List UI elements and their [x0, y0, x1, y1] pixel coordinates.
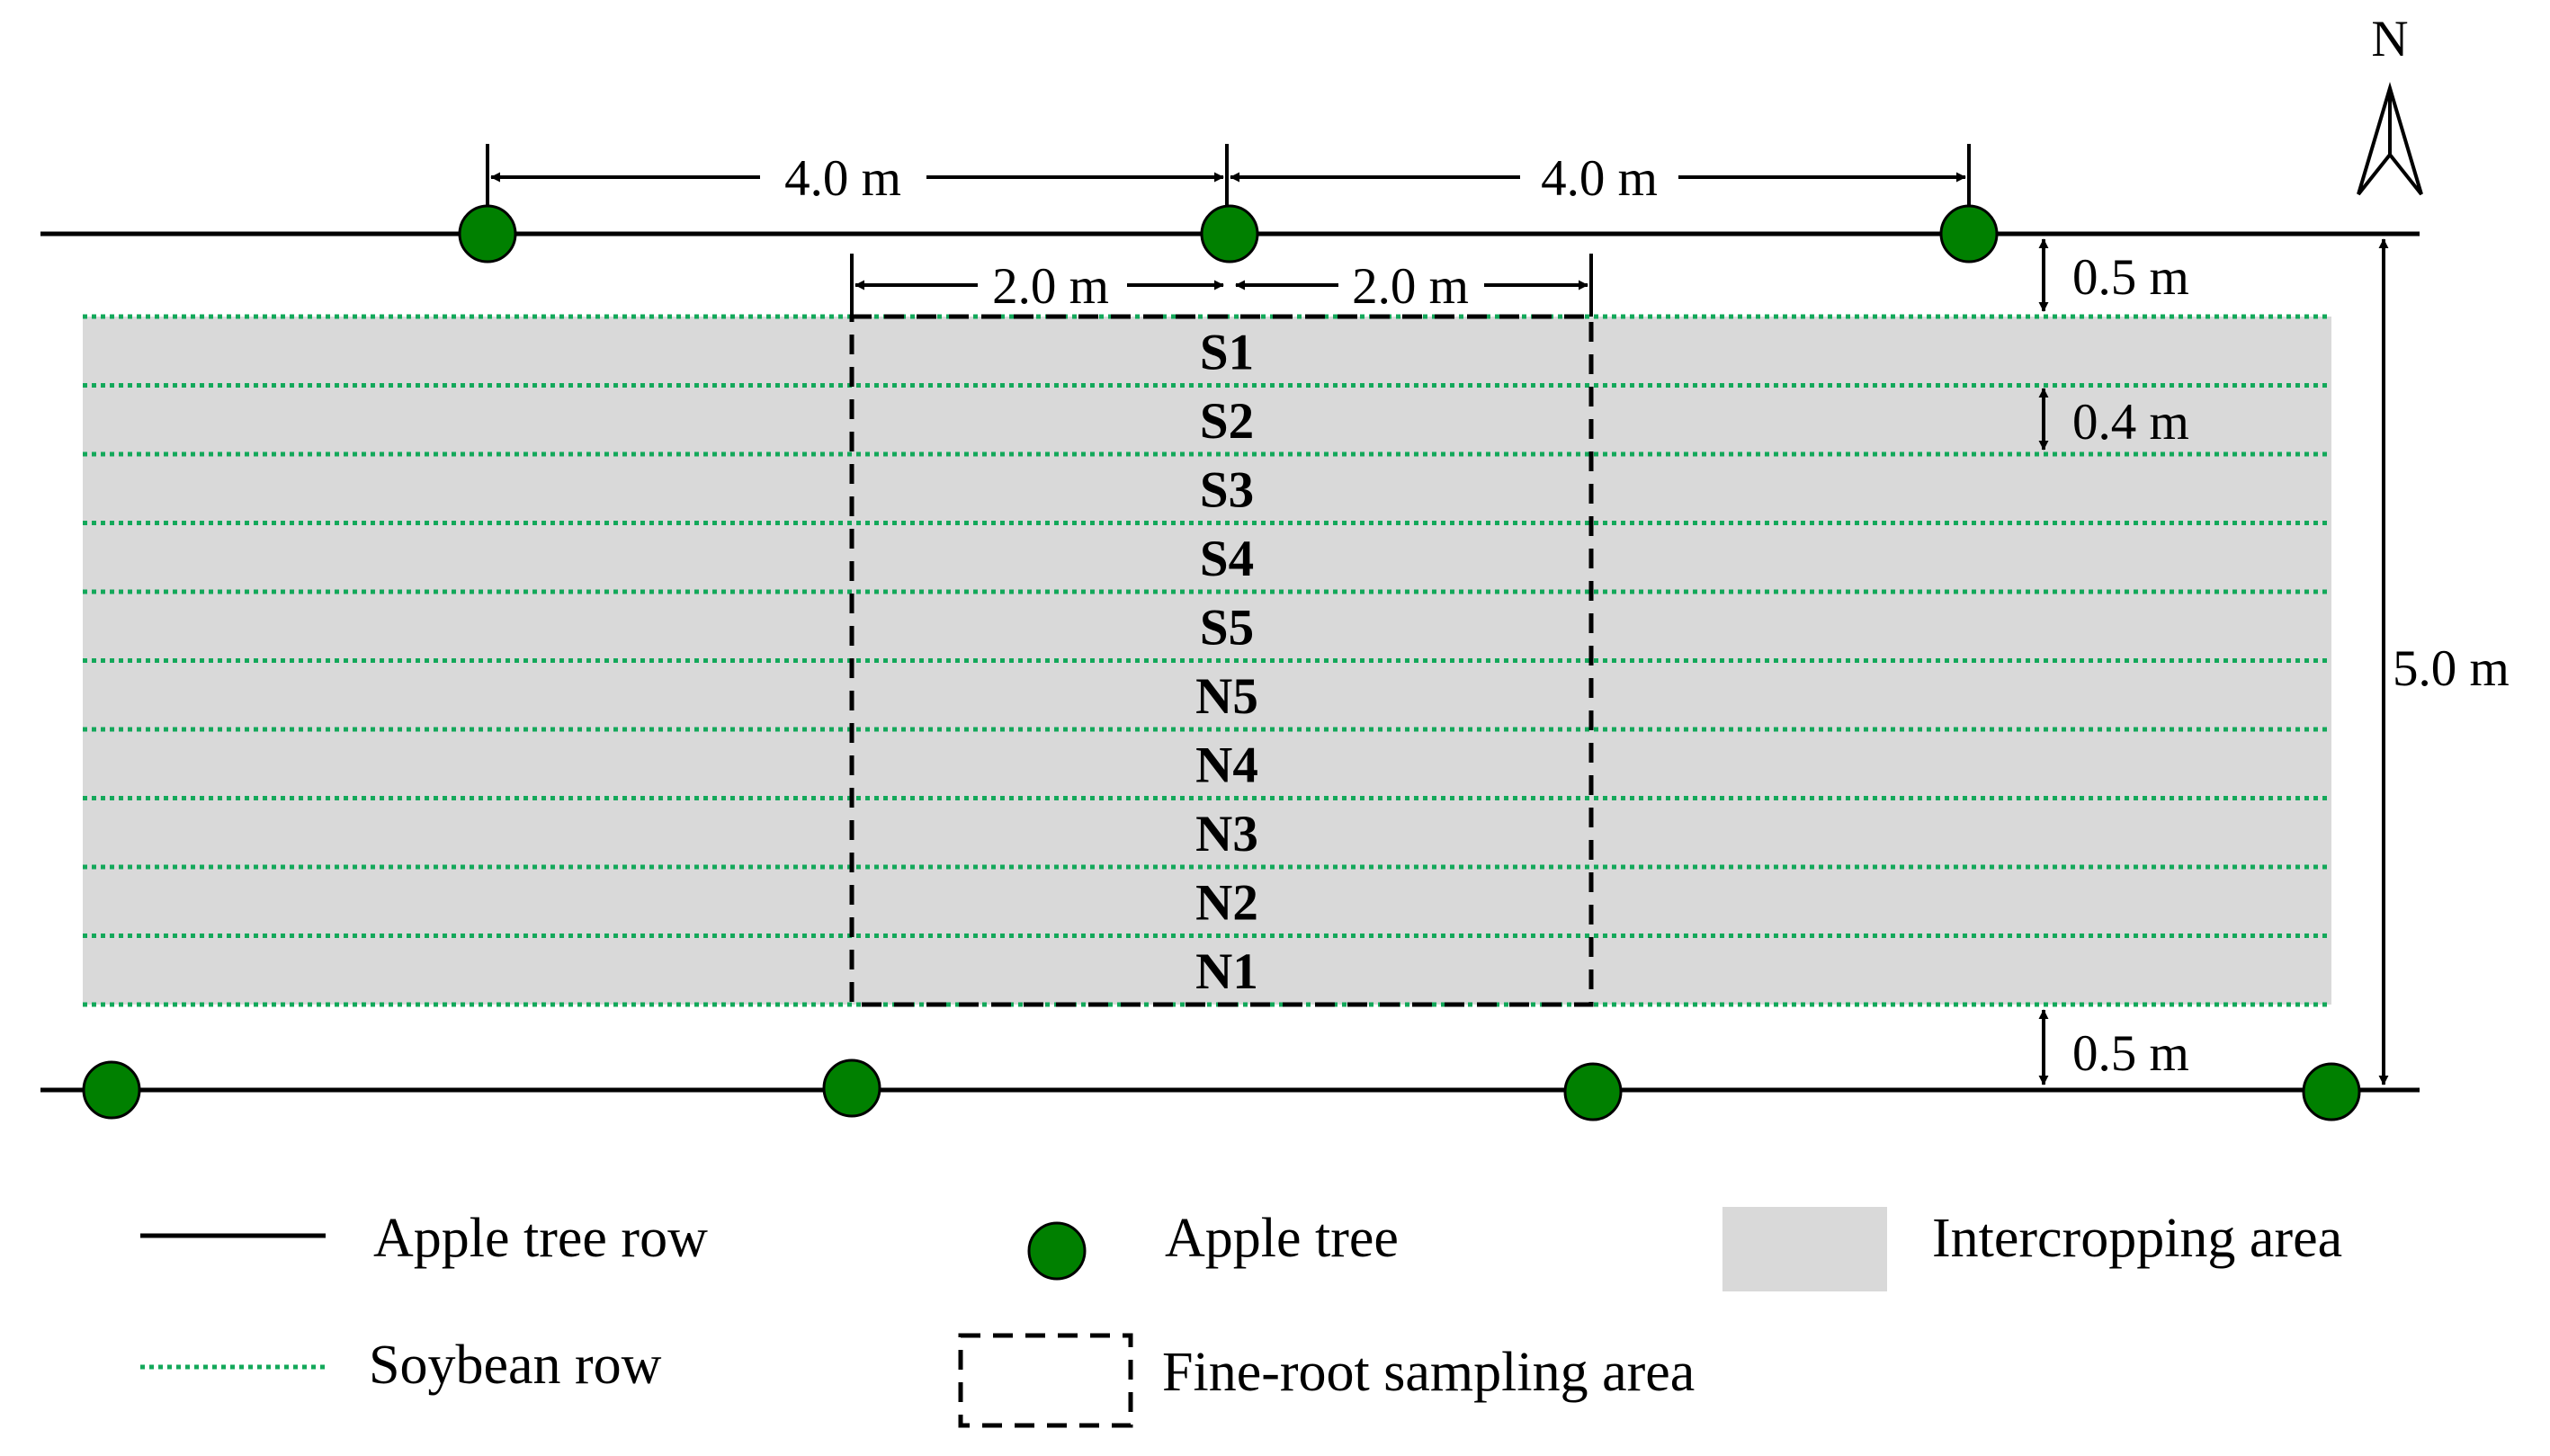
- sampling-row-label: N5: [1195, 668, 1258, 725]
- apple-tree: [1939, 204, 1999, 264]
- legend-soybean-row: Soybean row: [140, 1335, 662, 1396]
- legend-apple-tree-row: Apple tree row: [140, 1208, 708, 1269]
- apple-tree: [2302, 1062, 2361, 1121]
- sampling-row-label: S1: [1200, 324, 1254, 380]
- north-label: N: [2371, 11, 2408, 67]
- bottom-margin-dimension: 0.5 m: [2038, 1009, 2189, 1085]
- legend: Apple tree row Soybean row Apple tree Fi…: [140, 1207, 2342, 1428]
- north-arrow: N: [2357, 11, 2423, 196]
- tree-spacing-dimension: 4.0 m 4.0 m: [486, 144, 1971, 207]
- intercropping-swatch: [1722, 1207, 1887, 1291]
- sampling-row-label: S4: [1200, 531, 1254, 587]
- legend-apple-tree-label: Apple tree: [1165, 1208, 1399, 1269]
- apple-tree: [1200, 204, 1259, 264]
- tree-spacing-left-label: 4.0 m: [784, 150, 901, 207]
- sampling-area-swatch: [958, 1333, 1133, 1428]
- apple-trees-north: [458, 204, 1999, 264]
- sampling-row-label: N1: [1195, 943, 1258, 1000]
- sampling-row-label: N4: [1195, 737, 1258, 793]
- sampling-row-label: S2: [1200, 393, 1254, 450]
- legend-sampling-area: Fine-root sampling area: [958, 1333, 1695, 1428]
- alley-width-dimension: 5.0 m: [2378, 238, 2510, 1085]
- sample-half-right-label: 2.0 m: [1352, 258, 1469, 315]
- legend-apple-row-label: Apple tree row: [373, 1208, 708, 1269]
- sampling-width-dimension: 2.0 m 2.0 m: [850, 254, 1593, 317]
- apple-trees-south: [82, 1059, 2361, 1121]
- sample-half-left-label: 2.0 m: [992, 258, 1109, 315]
- legend-apple-tree: Apple tree: [1027, 1208, 1399, 1281]
- legend-soybean-row-label: Soybean row: [369, 1335, 662, 1396]
- top-margin-dimension: 0.5 m: [2038, 238, 2189, 312]
- apple-tree: [822, 1059, 881, 1118]
- alley-width-label: 5.0 m: [2393, 640, 2510, 697]
- legend-intercropping-label: Intercropping area: [1932, 1208, 2342, 1269]
- apple-tree-swatch: [1027, 1221, 1087, 1281]
- top-margin-label: 0.5 m: [2072, 249, 2189, 306]
- legend-intercropping-area: Intercropping area: [1722, 1207, 2342, 1291]
- apple-tree: [82, 1060, 141, 1120]
- fine-root-sampling-area: [849, 314, 1594, 1007]
- sampling-row-label: S3: [1200, 461, 1254, 518]
- sampling-row-label: N2: [1195, 874, 1258, 931]
- soybean-rows: [83, 314, 2331, 1007]
- row-spacing-label: 0.4 m: [2072, 394, 2189, 451]
- bottom-margin-label: 0.5 m: [2072, 1025, 2189, 1082]
- sampling-row-label: N3: [1195, 806, 1258, 862]
- apple-tree: [1563, 1062, 1623, 1121]
- tree-spacing-right-label: 4.0 m: [1541, 150, 1658, 207]
- sampling-row-label: S5: [1200, 599, 1254, 656]
- row-spacing-dimension: 0.4 m: [2038, 388, 2189, 451]
- north-arrow-icon: [2357, 81, 2423, 196]
- legend-sampling-label: Fine-root sampling area: [1162, 1342, 1695, 1403]
- apple-tree: [458, 204, 517, 264]
